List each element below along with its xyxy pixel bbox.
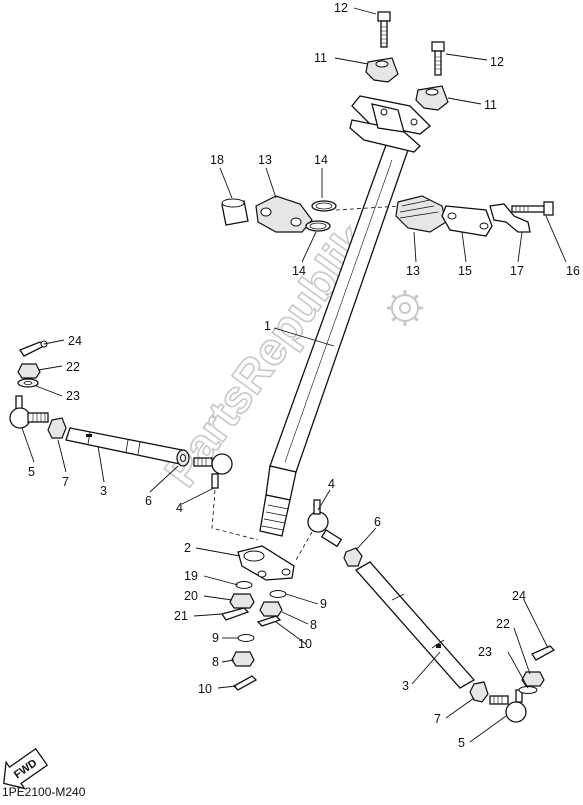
callout-22: 22 bbox=[496, 617, 510, 631]
plate bbox=[441, 205, 493, 237]
locknut-right-upper bbox=[343, 547, 363, 567]
holder-left bbox=[255, 195, 313, 233]
bolt-right bbox=[431, 41, 445, 76]
callout-13: 13 bbox=[258, 153, 272, 167]
callout-4: 4 bbox=[328, 477, 335, 491]
cotter-pin-right bbox=[531, 645, 556, 661]
washer-right bbox=[518, 686, 538, 694]
washer-9a bbox=[237, 634, 255, 642]
callout-labels: 12 11 12 11 18 13 14 14 13 15 17 16 1 24… bbox=[28, 1, 580, 750]
bracket bbox=[489, 203, 531, 233]
tie-rod-end-left bbox=[9, 395, 49, 429]
callout-12: 12 bbox=[334, 1, 348, 15]
holder-right bbox=[395, 195, 447, 233]
bushing-upper bbox=[311, 200, 337, 212]
tie-rod-left bbox=[65, 427, 183, 465]
callout-2: 2 bbox=[184, 541, 191, 555]
collar bbox=[221, 198, 249, 226]
nut-8b bbox=[259, 601, 283, 617]
callout-9: 9 bbox=[320, 597, 327, 611]
washer-9b bbox=[269, 590, 287, 598]
bushing-lower bbox=[305, 220, 331, 232]
tie-rod-end-left-2 bbox=[193, 453, 233, 489]
bolt-left bbox=[377, 11, 391, 48]
callout-4: 4 bbox=[176, 501, 183, 515]
steering-column bbox=[259, 95, 431, 537]
callout-7: 7 bbox=[434, 712, 441, 726]
locknut-right-lower bbox=[469, 681, 489, 703]
upper-holder-left bbox=[365, 57, 399, 83]
callout-17: 17 bbox=[510, 264, 524, 278]
fwd-arrow-icon: FWD bbox=[3, 747, 49, 790]
callout-14: 14 bbox=[314, 153, 328, 167]
callout-24: 24 bbox=[68, 334, 82, 348]
callout-11: 11 bbox=[314, 51, 327, 65]
callout-8: 8 bbox=[212, 655, 219, 669]
callout-5: 5 bbox=[458, 736, 465, 750]
callout-6: 6 bbox=[374, 515, 381, 529]
pitman-arm bbox=[237, 545, 295, 581]
tie-rod-end-right-upper bbox=[307, 499, 343, 548]
callout-1: 1 bbox=[264, 319, 271, 333]
callout-13: 13 bbox=[406, 264, 420, 278]
callout-3: 3 bbox=[402, 679, 409, 693]
washer-19 bbox=[235, 581, 253, 589]
callout-10: 10 bbox=[198, 682, 212, 696]
callout-22: 22 bbox=[66, 360, 80, 374]
castle-nut-left bbox=[17, 363, 41, 379]
callout-14: 14 bbox=[292, 264, 306, 278]
callout-6: 6 bbox=[145, 494, 152, 508]
cotter-pin-10b bbox=[256, 615, 282, 627]
leader-lines bbox=[21, 7, 567, 743]
nut-20 bbox=[229, 593, 255, 609]
castle-nut-right bbox=[521, 671, 545, 687]
callout-5: 5 bbox=[28, 465, 35, 479]
cotter-pin-21 bbox=[220, 607, 250, 621]
callout-23: 23 bbox=[66, 389, 80, 403]
callout-7: 7 bbox=[62, 475, 69, 489]
callout-11: 11 bbox=[484, 98, 497, 112]
tie-rod-right bbox=[354, 561, 476, 689]
gear-icon bbox=[387, 290, 423, 326]
callout-20: 20 bbox=[184, 589, 198, 603]
callout-12: 12 bbox=[490, 55, 504, 69]
callout-15: 15 bbox=[458, 264, 472, 278]
callout-21: 21 bbox=[174, 609, 188, 623]
nut-8a bbox=[231, 651, 255, 667]
callout-19: 19 bbox=[184, 569, 198, 583]
cotter-pin-left bbox=[19, 340, 48, 357]
callout-9: 9 bbox=[212, 631, 219, 645]
callout-3: 3 bbox=[100, 484, 107, 498]
tie-rod-end-right-lower bbox=[489, 689, 527, 723]
callout-18: 18 bbox=[210, 153, 224, 167]
callout-10: 10 bbox=[298, 637, 312, 651]
callout-16: 16 bbox=[566, 264, 580, 278]
callout-24: 24 bbox=[512, 589, 526, 603]
callout-8: 8 bbox=[310, 618, 317, 632]
washer-left bbox=[17, 378, 39, 388]
locknut-left bbox=[47, 417, 67, 439]
cotter-pin-10a bbox=[232, 675, 258, 691]
locknut-left-2 bbox=[176, 449, 190, 467]
callout-23: 23 bbox=[478, 645, 492, 659]
long-bolt bbox=[511, 201, 554, 216]
reference-code: 1PE2100-M240 bbox=[2, 785, 86, 799]
upper-holder-right bbox=[415, 85, 449, 111]
